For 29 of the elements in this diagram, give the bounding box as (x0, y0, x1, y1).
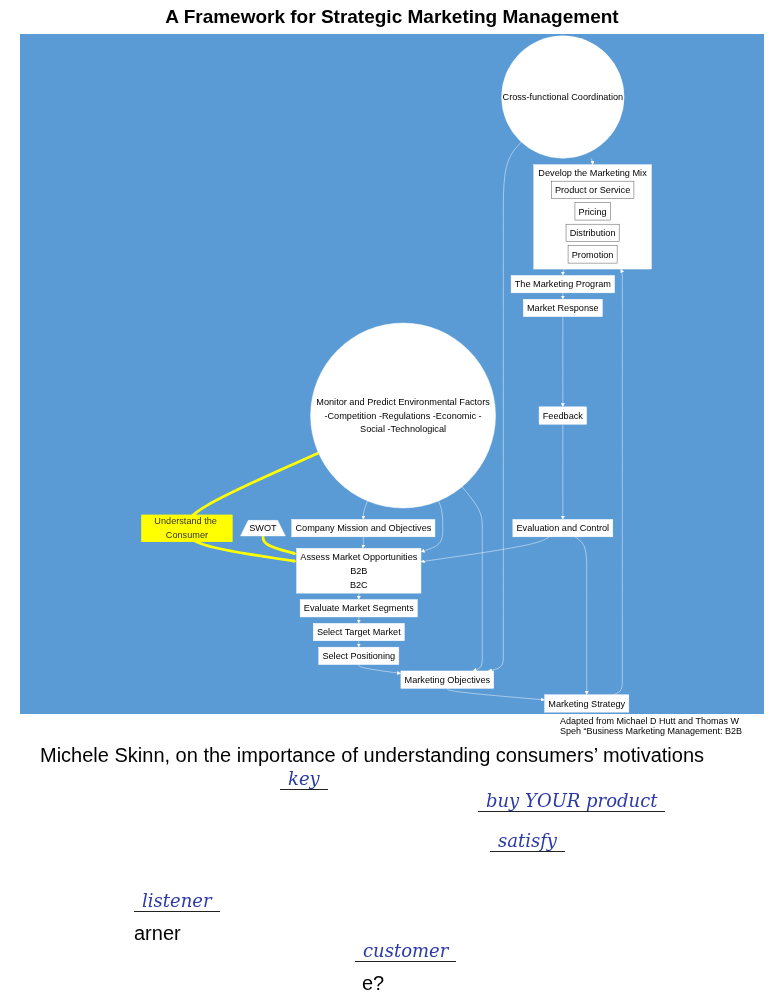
node-box: Select Target Market (313, 623, 405, 641)
node-box: Marketing Objectives (400, 670, 494, 689)
diagram-title: A Framework for Strategic Marketing Management (164, 6, 620, 28)
node-box: Select Positioning (318, 646, 400, 665)
node-box: Pricing (574, 202, 611, 221)
node-box: Assess Market Opportunities B2B B2C (296, 548, 422, 594)
node-box: Promotion (567, 245, 618, 264)
text-fragment: e? (362, 972, 385, 995)
handwritten-answer: satisfy (490, 830, 566, 852)
handwritten-answer: listener (134, 890, 220, 912)
handwritten-answer: customer (355, 940, 457, 962)
handwritten-answer: key (280, 768, 328, 790)
node-circle: Monitor and Predict Environmental Factors -Competition -Regulations -Economic -Social -Technological (310, 322, 496, 509)
edge-label: Understand the Consumer (154, 516, 217, 541)
node-box: Marketing Strategy (544, 694, 630, 713)
caption-text: Michele Skinn, on the importance of understanding consumers’ motivations (40, 744, 705, 767)
node-box: Evaluate Market Segments (299, 599, 418, 618)
node-box: The Marketing Program (510, 275, 615, 294)
arrow (261, 536, 297, 556)
source-note: Adapted from Michael D Hutt and Thomas W Speh “Business Marketing Management: B2B (560, 716, 744, 736)
node-box: Market Response (523, 299, 603, 317)
node-box: Product or Service (551, 180, 635, 199)
text-fragment: arner (134, 922, 181, 945)
node-circle: Cross-functional Coordination (501, 35, 625, 159)
node-box: Distribution (565, 223, 620, 242)
node-box: Feedback (538, 406, 587, 425)
node-box: Evaluation and Control (512, 519, 614, 538)
node-box: Company Mission and Objectives (291, 519, 436, 538)
handwritten-answer: buy YOUR product (478, 790, 666, 812)
